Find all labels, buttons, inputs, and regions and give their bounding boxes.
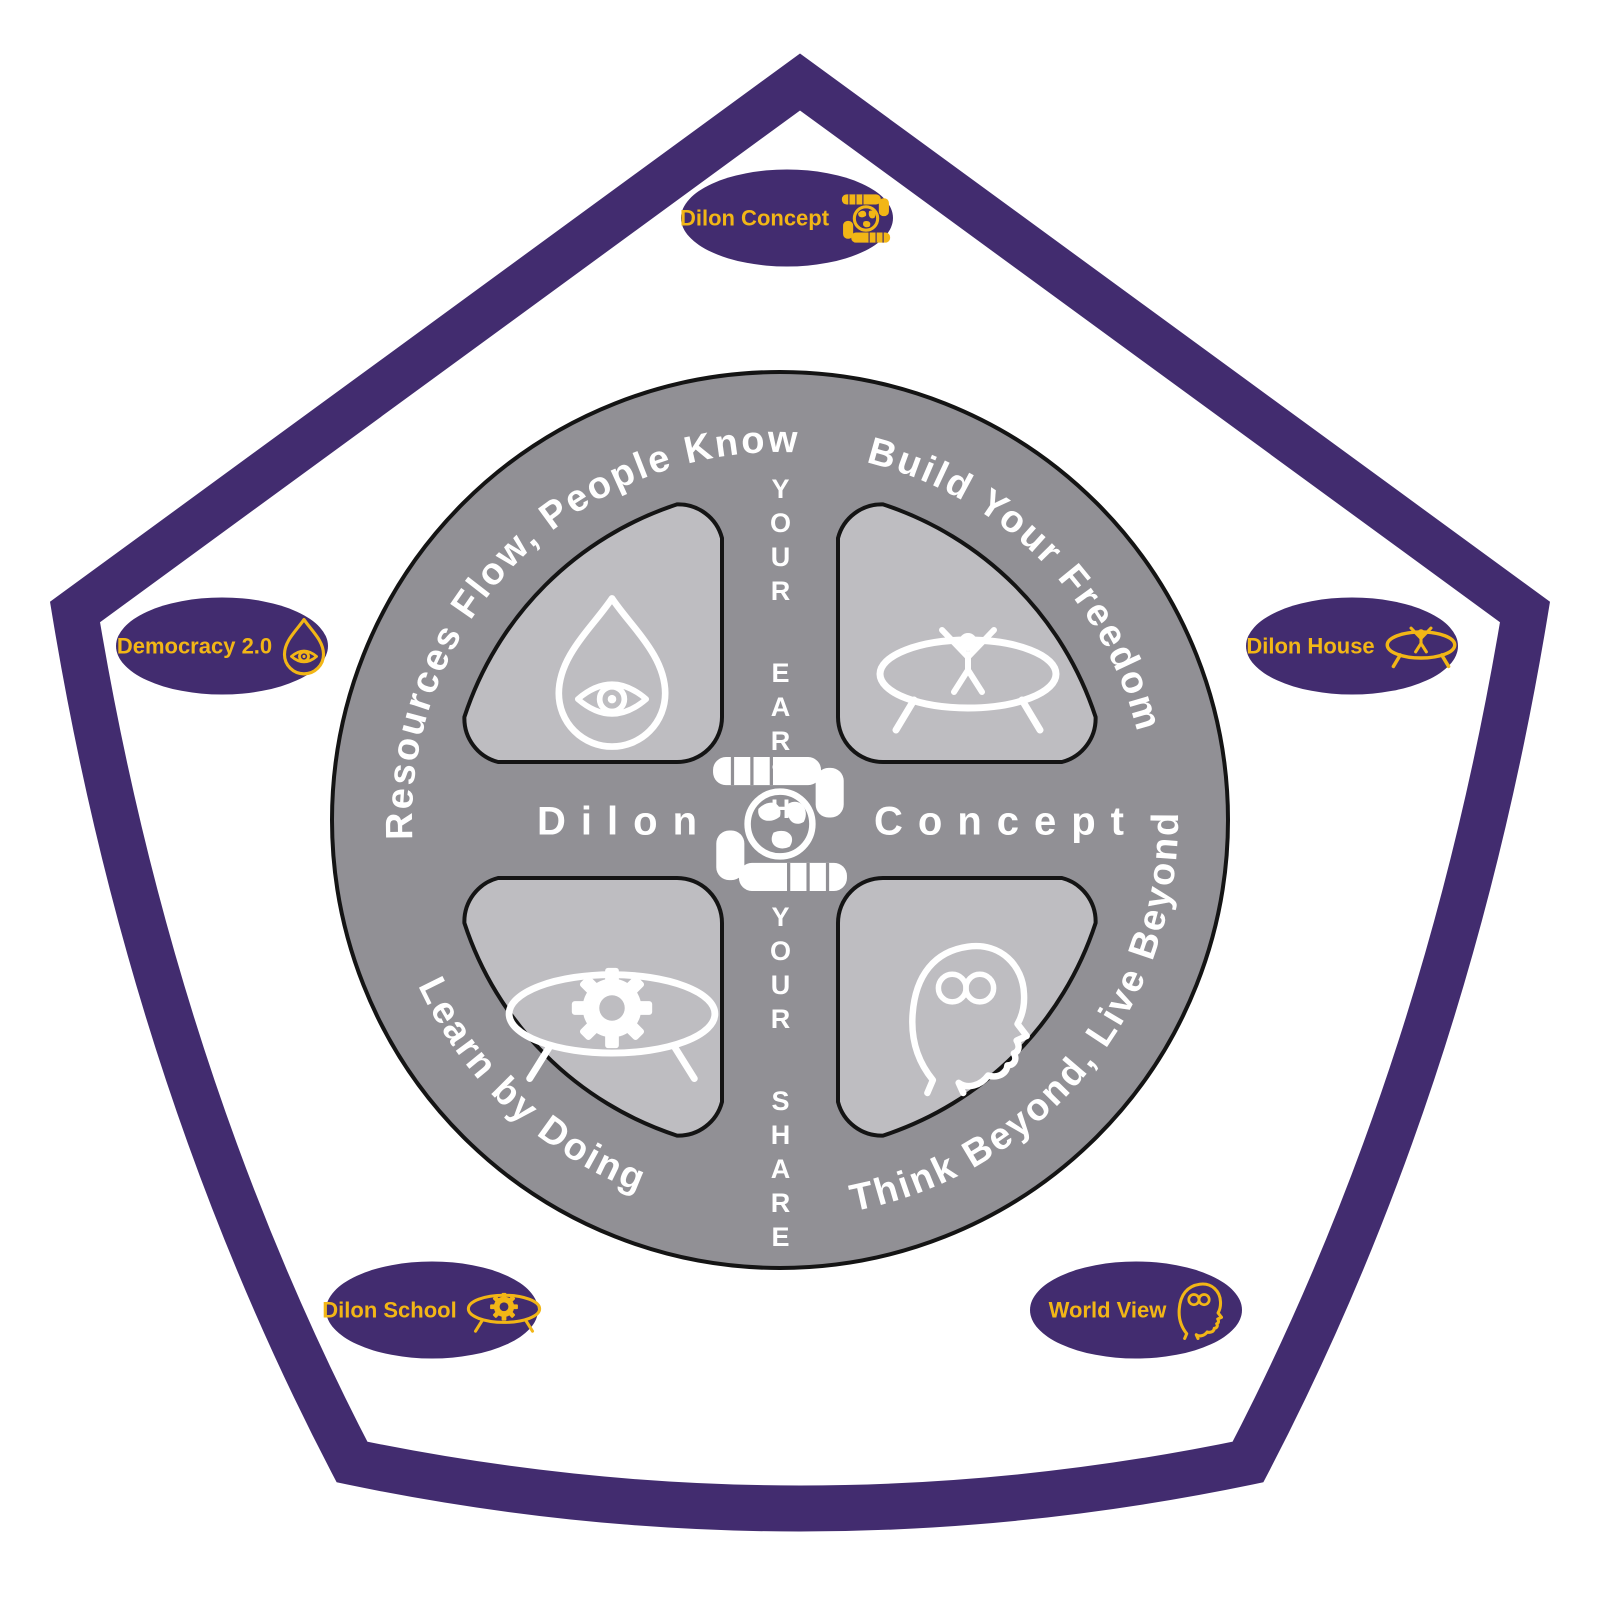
badge-dilon-house: Dilon House [1246, 597, 1458, 695]
pentagon-border [49, 53, 1551, 1532]
drop-eye-icon [283, 618, 325, 676]
badge-dilon-house-label: Dilon House [1246, 633, 1375, 658]
badge-world-view: World View [1030, 1261, 1242, 1359]
head-infinity-icon [1178, 1282, 1224, 1340]
hands-globe-icon [840, 192, 892, 244]
center-title-left: Dilon [537, 799, 712, 844]
quadrant-top-left [462, 502, 724, 764]
trampoline-person-icon [1385, 626, 1456, 668]
badge-dilon-school: Dilon School [322, 1261, 541, 1359]
axis-label-bottom: YOUR SHARE [765, 902, 796, 1256]
badge-dilon-concept: Dilon Concept [679, 169, 893, 267]
badge-dilon-concept-label: Dilon Concept [679, 205, 830, 230]
badge-democracy-label: Democracy 2.0 [116, 633, 273, 658]
axis-label-top: YOUR EARTH [765, 474, 796, 828]
trampoline-gear-icon [466, 1291, 541, 1332]
quadrant-bottom-right [836, 876, 1098, 1138]
badge-world-view-label: World View [1048, 1297, 1167, 1322]
badge-dilon-school-label: Dilon School [322, 1297, 457, 1322]
badge-democracy: Democracy 2.0 [116, 597, 328, 695]
center-title-right: Concept [874, 799, 1139, 844]
